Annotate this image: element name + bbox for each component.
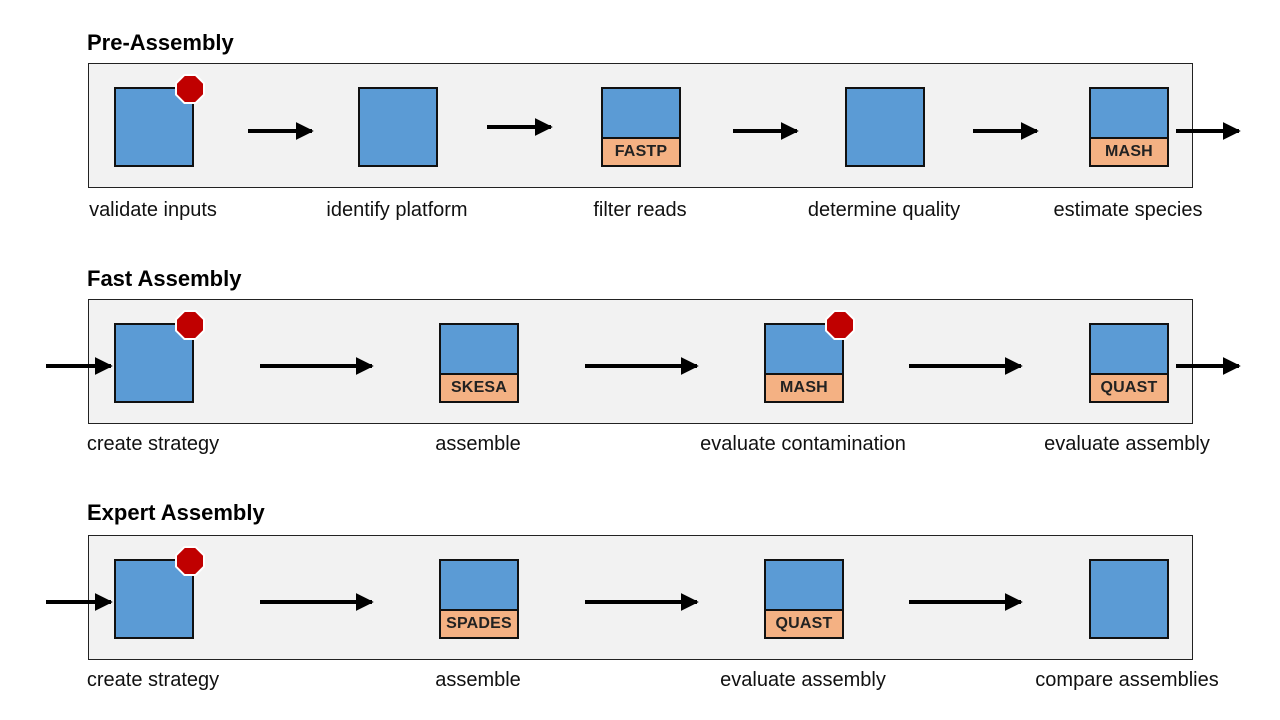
node-estimate-species[interactable]: MASH <box>1089 87 1169 167</box>
step-label: identify platform <box>326 199 468 221</box>
tool-badge-quast: QUAST <box>1091 373 1167 401</box>
step-label: determine quality <box>807 199 961 221</box>
tool-badge-mash: MASH <box>766 373 842 401</box>
step-label: assemble <box>435 669 521 691</box>
node-filter-reads[interactable]: FASTP <box>601 87 681 167</box>
node-evaluate-assembly[interactable]: QUAST <box>764 559 844 639</box>
node-evaluate-assembly[interactable]: QUAST <box>1089 323 1169 403</box>
tool-badge-fastp: FASTP <box>603 137 679 165</box>
node-assemble[interactable]: SPADES <box>439 559 519 639</box>
step-label: filter reads <box>593 199 687 221</box>
step-label: evaluate assembly <box>720 669 886 691</box>
step-label: create strategy <box>86 433 220 455</box>
pre-assembly-panel: FASTP MASH <box>88 63 1193 188</box>
section-title-fast-assembly: Fast Assembly <box>87 266 242 291</box>
tool-badge-skesa: SKESA <box>441 373 517 401</box>
node-identify-platform[interactable] <box>358 87 438 167</box>
tool-badge-spades: SPADES <box>441 609 517 637</box>
tool-badge-mash: MASH <box>1091 137 1167 165</box>
stop-sign-icon <box>175 546 205 576</box>
step-label: evaluate assembly <box>1044 433 1210 455</box>
section-title-expert-assembly: Expert Assembly <box>87 500 265 525</box>
node-assemble[interactable]: SKESA <box>439 323 519 403</box>
step-label: compare assemblies <box>1035 669 1219 691</box>
node-determine-quality[interactable] <box>845 87 925 167</box>
step-label: create strategy <box>86 669 220 691</box>
stop-sign-icon <box>175 74 205 104</box>
section-title-pre-assembly: Pre-Assembly <box>87 30 234 55</box>
node-compare-assemblies[interactable] <box>1089 559 1169 639</box>
stop-sign-icon <box>175 310 205 340</box>
step-label: evaluate contamination <box>700 433 906 455</box>
step-label: estimate species <box>1053 199 1203 221</box>
step-label: assemble <box>435 433 521 455</box>
tool-badge-quast: QUAST <box>766 609 842 637</box>
stop-sign-icon <box>825 310 855 340</box>
step-label: validate inputs <box>89 199 217 221</box>
